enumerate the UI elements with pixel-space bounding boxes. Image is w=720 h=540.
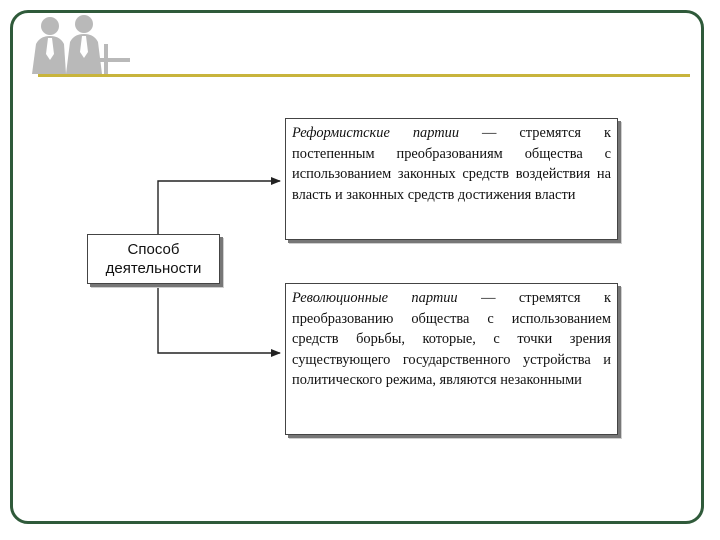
method-box-line2: деятельности <box>106 259 202 278</box>
connector-line-bottom <box>158 284 280 353</box>
revolutionary-parties-term: Революционные партии <box>292 290 458 306</box>
method-box-line1: Способ <box>106 240 202 259</box>
reformist-parties-box: Реформистские партии — стремятся к посте… <box>285 118 618 240</box>
reformist-parties-term: Реформистские партии <box>292 125 459 141</box>
connector-line-top <box>158 181 280 234</box>
revolutionary-parties-box: Революционные партии — стремятся к преоб… <box>285 283 618 435</box>
method-of-activity-box: Способ деятельности <box>87 234 220 284</box>
